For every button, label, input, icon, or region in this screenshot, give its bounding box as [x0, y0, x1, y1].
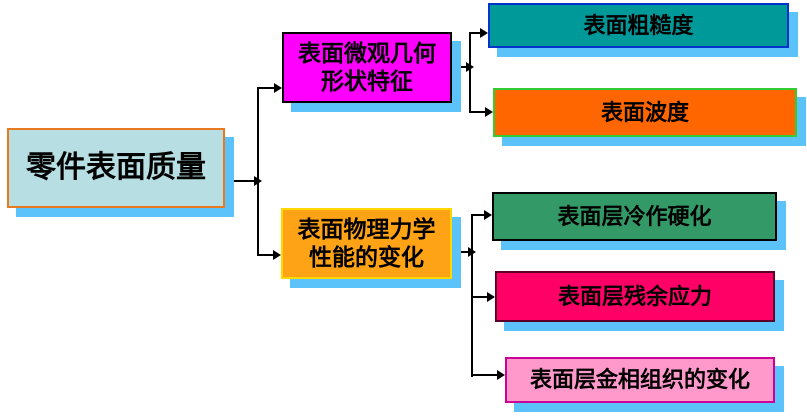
node-metallographic-change-label: 表面层金相组织的变化	[529, 367, 750, 393]
node-root-label: 零件表面质量	[26, 151, 206, 185]
arrowhead-into-hardening-icon	[484, 210, 492, 220]
node-roughness-label: 表面粗糙度	[583, 12, 694, 38]
connector-to-geometry	[257, 87, 277, 89]
connector-branch-trunk	[257, 87, 259, 256]
node-cold-hardening-label: 表面层冷作硬化	[557, 203, 712, 229]
node-waviness-label: 表面波度	[600, 99, 689, 125]
arrowhead-geometry-junction-icon	[466, 62, 474, 72]
node-residual-stress: 表面层残余应力	[495, 271, 775, 322]
node-roughness: 表面粗糙度	[488, 3, 789, 48]
arrowhead-root-junction-icon	[254, 176, 262, 186]
node-surface-physical: 表面物理力学 性能的变化	[281, 208, 452, 279]
node-root: 零件表面质量	[7, 128, 225, 208]
node-metallographic-change: 表面层金相组织的变化	[505, 357, 775, 403]
connector-to-residual	[471, 296, 489, 298]
node-surface-physical-label-line1: 表面物理力学	[297, 216, 436, 243]
arrowhead-into-roughness-icon	[480, 28, 488, 38]
node-surface-geometry-label-line1: 表面微观几何	[298, 40, 436, 67]
connector-physical-horizontal	[452, 251, 472, 253]
connector-to-physical	[257, 254, 277, 256]
arrowhead-into-metallographic-icon	[497, 370, 505, 380]
connector-geometry-horizontal	[452, 66, 470, 68]
connector-physical-trunk	[471, 214, 473, 377]
arrowhead-into-waviness-icon	[485, 107, 493, 117]
connector-to-waviness	[469, 111, 487, 113]
arrowhead-physical-junction-icon	[468, 247, 476, 257]
connector-root-horizontal	[232, 180, 258, 182]
connector-to-hardening	[471, 214, 487, 216]
connector-to-roughness	[469, 32, 483, 34]
arrowhead-into-residual-icon	[487, 292, 495, 302]
node-cold-hardening: 表面层冷作硬化	[492, 192, 777, 241]
connector-to-metallographic	[471, 374, 499, 376]
connector-geometry-trunk	[469, 32, 471, 113]
node-surface-physical-label-line2: 性能的变化	[309, 243, 424, 270]
node-surface-geometry-label-line2: 形状特征	[321, 67, 413, 94]
node-waviness: 表面波度	[493, 88, 797, 137]
arrowhead-into-geometry-icon	[274, 83, 282, 93]
node-residual-stress-label: 表面层残余应力	[557, 283, 712, 309]
arrowhead-into-physical-icon	[273, 250, 281, 260]
node-surface-geometry: 表面微观几何 形状特征	[282, 32, 452, 103]
